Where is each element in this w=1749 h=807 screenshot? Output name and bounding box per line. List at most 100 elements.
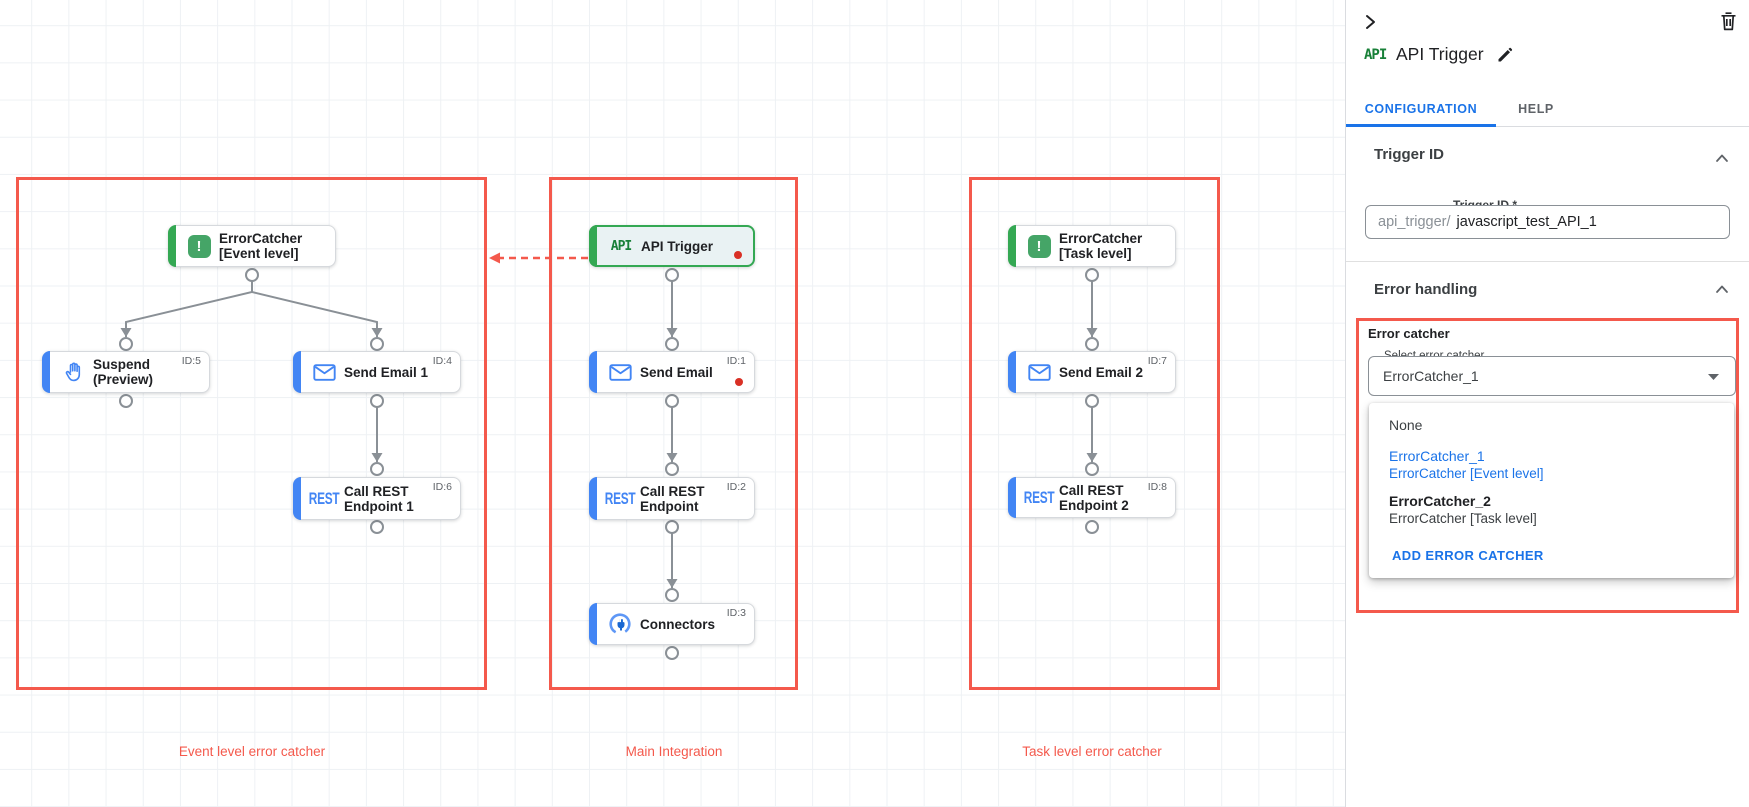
add-error-catcher-button[interactable]: ADD ERROR CATCHER (1392, 544, 1544, 567)
accent-stripe (168, 225, 176, 267)
workflow-canvas[interactable]: Event level error catcher Main Integratio… (0, 0, 1345, 807)
arrowhead-icon (666, 579, 678, 588)
accent-stripe (1008, 477, 1016, 518)
section-header-trigger-id: Trigger ID (1374, 146, 1445, 163)
edit-title-button[interactable] (1494, 44, 1516, 66)
rest-icon: REST (308, 489, 340, 508)
collapse-panel-button[interactable] (1358, 10, 1382, 34)
arrowhead-icon (371, 453, 383, 462)
chevron-up-icon (1716, 154, 1728, 162)
suspend-hand-icon (65, 362, 80, 382)
menu-item-none[interactable]: None (1389, 417, 1423, 433)
error-catcher-select-value: ErrorCatcher_1 (1383, 368, 1479, 384)
node-connectors[interactable]: Connectors ID:3 (589, 603, 755, 645)
tab-help[interactable]: HELP (1518, 102, 1554, 116)
connector-port[interactable] (370, 337, 384, 351)
connector-edge (251, 281, 378, 337)
connector-port[interactable] (370, 394, 384, 408)
connector-port[interactable] (1085, 520, 1099, 534)
accent-stripe (589, 351, 597, 393)
collapse-trigger-id-button[interactable] (1712, 150, 1732, 166)
connector-port[interactable] (665, 520, 679, 534)
config-side-panel: API API Trigger CONFIGURATION HELP Trigg… (1345, 0, 1749, 807)
panel-title: API Trigger (1396, 44, 1484, 64)
error-catcher-icon: ! (1027, 234, 1051, 258)
node-label: API Trigger (641, 238, 714, 254)
arrowhead-icon (666, 453, 678, 462)
trash-icon (1721, 12, 1736, 31)
annotation-box (549, 177, 798, 690)
group-label: Main Integration (625, 744, 723, 759)
error-catcher-dropdown-menu: None ErrorCatcher_1 ErrorCatcher [Event … (1369, 403, 1734, 578)
arrowhead-icon (1086, 328, 1098, 337)
accent-stripe (1008, 351, 1016, 393)
connector-port[interactable] (119, 337, 133, 351)
connector-port[interactable] (665, 394, 679, 408)
delete-trigger-button[interactable] (1717, 9, 1740, 34)
arrowhead-icon (120, 328, 132, 337)
section-header-error-handling: Error handling (1374, 281, 1478, 298)
node-id-label: ID:4 (432, 355, 452, 367)
accent-stripe (589, 603, 597, 645)
connector-port[interactable] (1085, 462, 1099, 476)
collapse-error-handling-button[interactable] (1712, 281, 1732, 297)
section-divider (1346, 261, 1749, 262)
connector-port[interactable] (119, 394, 133, 408)
node-id-label: ID:8 (1147, 481, 1167, 493)
connector-port[interactable] (370, 520, 384, 534)
node-label: Connectors (640, 616, 716, 632)
node-label: ErrorCatcher[Event level] (219, 231, 303, 261)
email-icon (1027, 363, 1051, 381)
accent-stripe (42, 351, 50, 393)
panel-tabs: CONFIGURATION HELP (1346, 92, 1749, 127)
connector-port[interactable] (665, 337, 679, 351)
error-catcher-label: Error catcher (1368, 326, 1450, 341)
node-label: Send Email 2 (1059, 364, 1144, 380)
node-errorcatcher-event[interactable]: !ErrorCatcher[Event level] (168, 225, 336, 267)
connector-port[interactable] (370, 462, 384, 476)
connector-edge (125, 281, 253, 337)
node-label: Send Email (640, 364, 713, 380)
email-icon (608, 363, 632, 381)
connector-port[interactable] (1085, 337, 1099, 351)
menu-item-errorcatcher-1[interactable]: ErrorCatcher_1 ErrorCatcher [Event level… (1389, 448, 1544, 481)
annotation-box (16, 177, 487, 690)
node-errorcatcher-task[interactable]: !ErrorCatcher[Task level] (1008, 225, 1176, 267)
connector-port[interactable] (665, 268, 679, 282)
accent-stripe (293, 351, 301, 393)
arrowhead-icon (666, 328, 678, 337)
connector-port[interactable] (245, 268, 259, 282)
trigger-id-input[interactable]: api_trigger/ javascript_test_API_1 (1365, 205, 1730, 239)
arrowhead-icon (1086, 453, 1098, 462)
node-id-label: ID:3 (726, 607, 746, 619)
error-catcher-select[interactable]: ErrorCatcher_1 (1368, 356, 1736, 396)
connector-port[interactable] (1085, 394, 1099, 408)
node-id-label: ID:5 (181, 355, 201, 367)
tab-configuration[interactable]: CONFIGURATION (1364, 102, 1478, 116)
dropdown-arrow-icon (1708, 374, 1719, 380)
connector-port[interactable] (1085, 268, 1099, 282)
annotation-box-error-catcher (1356, 318, 1739, 613)
connector-port[interactable] (665, 646, 679, 660)
accent-stripe (589, 225, 597, 267)
node-suspend[interactable]: Suspend(Preview) ID:5 (42, 351, 210, 393)
rest-icon: REST (1023, 488, 1055, 507)
arrowhead-icon (371, 328, 383, 337)
node-label: Suspend(Preview) (93, 357, 154, 387)
node-id-label: ID:2 (726, 481, 746, 493)
trigger-id-value: javascript_test_API_1 (1456, 214, 1597, 230)
accent-stripe (1008, 225, 1016, 267)
connector-port[interactable] (665, 588, 679, 602)
accent-stripe (589, 477, 597, 520)
group-label: Event level error catcher (178, 744, 326, 759)
connector-port[interactable] (665, 462, 679, 476)
menu-item-errorcatcher-2[interactable]: ErrorCatcher_2 ErrorCatcher [Task level] (1389, 493, 1537, 526)
